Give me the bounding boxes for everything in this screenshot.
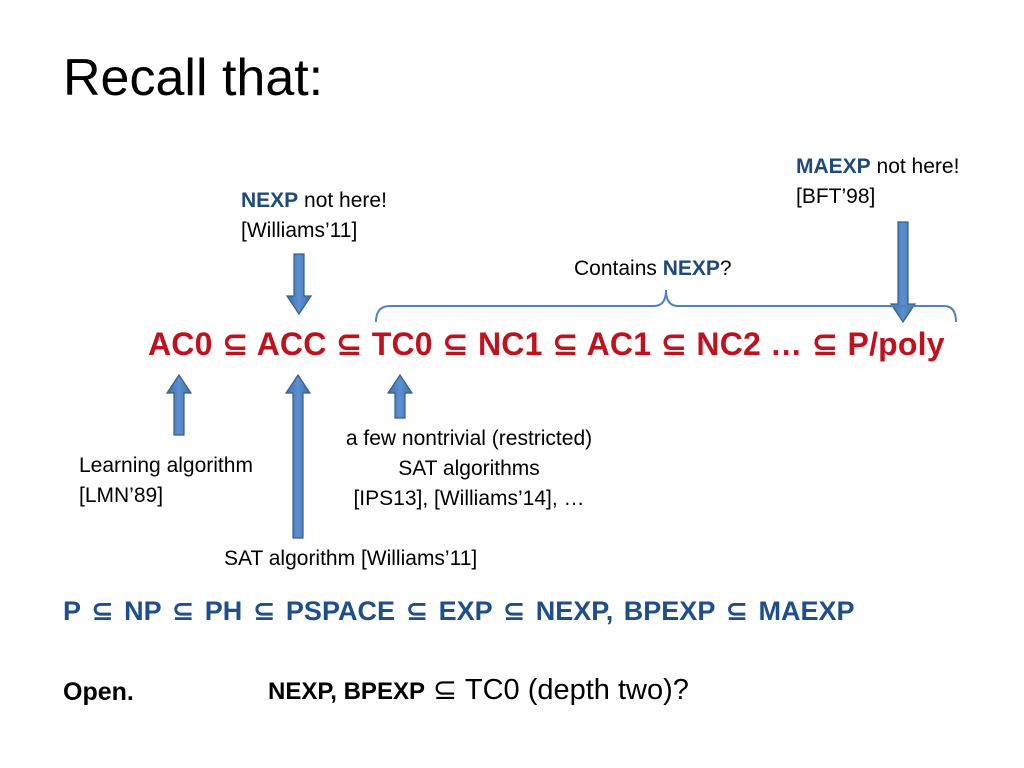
contains-keyword: NEXP [662,257,720,280]
sat-few-line-1: a few nontrivial (restricted) [345,427,593,450]
sat-williams-up-arrow [284,373,312,539]
open-question-classes: NEXP, BPEXP [268,678,425,705]
circuit-chain: AC0 ⊆ ACC ⊆ TC0 ⊆ NC1 ⊆ AC1 ⊆ NC2 … ⊆ P/… [148,326,945,362]
open-question-relation: ⊆ TC0 (depth two)? [424,674,689,706]
nexp-keyword: NEXP [241,189,299,212]
maexp-down-arrow [889,221,917,324]
open-label: Open. [63,678,134,706]
sat-few-note: a few nontrivial (restricted) SAT algori… [318,424,620,514]
learning-line: Learning algorithm [79,454,253,477]
sat-few-line-2: SAT algorithms [398,457,540,480]
contains-nexp-note: Contains NEXP? [574,254,732,284]
sat-williams-note: SAT algorithm [Williams’11] [224,547,478,570]
learning-up-arrow [165,373,193,436]
contains-suffix: ? [719,257,732,280]
learning-note: Learning algorithm [LMN’89] [79,451,253,511]
nexp-citation: [Williams’11] [241,219,358,242]
learning-citation: [LMN’89] [79,484,164,507]
contains-brace [375,289,957,323]
maexp-note: MAEXP not here! [BFT’98] [796,152,959,212]
contains-prefix: Contains [574,257,663,280]
nexp-not-here: not here! [298,189,387,212]
complexity-chain: P ⊆ NP ⊆ PH ⊆ PSPACE ⊆ EXP ⊆ NEXP, BPEXP… [63,596,855,626]
sat-few-line-3: [IPS13], [Williams’14], … [353,487,585,510]
slide-title: Recall that: [63,49,324,107]
open-question: NEXP, BPEXP ⊆ TC0 (depth two)? [268,676,689,705]
maexp-keyword: MAEXP [796,155,871,178]
nexp-down-arrow [285,253,313,316]
maexp-not-here: not here! [870,155,960,178]
sat-few-up-arrow [386,373,414,419]
nexp-note: NEXP not here! [Williams’11] [241,186,387,246]
maexp-citation: [BFT’98] [796,185,876,208]
